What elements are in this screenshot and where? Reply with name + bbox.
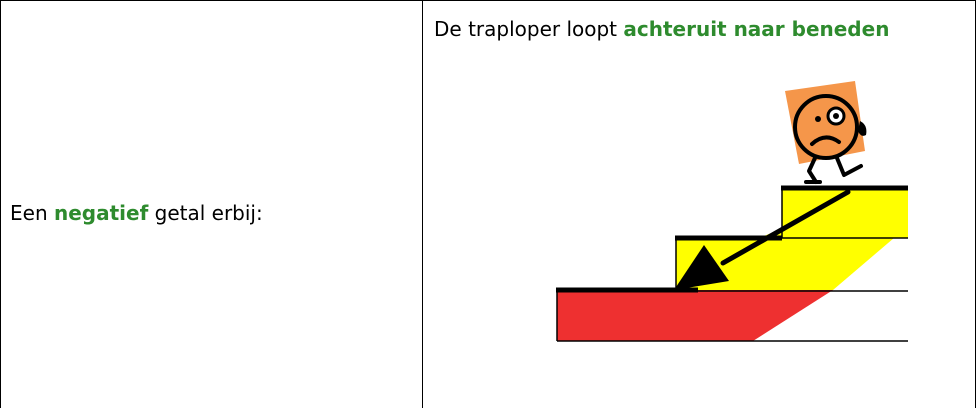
- left-cell: Een negatief getal erbij:: [2, 1, 422, 408]
- left-highlight-word: negatief: [53, 201, 149, 225]
- left-cell-text: Een negatief getal erbij:: [10, 199, 263, 227]
- right-cell: De traploper loopt achteruit naar benede…: [423, 1, 976, 408]
- character-left-leg: [807, 156, 818, 184]
- arrow-shaft: [720, 189, 851, 266]
- red-band: [557, 290, 833, 341]
- column-divider: [422, 0, 423, 408]
- character-pupil: [833, 113, 839, 119]
- left-text-after: getal erbij:: [148, 201, 263, 225]
- character-tear: [858, 121, 867, 136]
- stair-walker-character: [785, 81, 867, 184]
- right-text-before: De traploper loopt: [434, 17, 624, 41]
- character-head: [793, 94, 859, 160]
- table-top-border: [1, 0, 976, 1]
- character-mouth: [810, 135, 841, 146]
- right-highlight-phrase: achteruit naar beneden: [623, 17, 890, 41]
- arrow-down-left-icon: [674, 245, 729, 290]
- staircase-illustration: [556, 81, 908, 342]
- right-cell-text: De traploper loopt achteruit naar benede…: [434, 15, 889, 43]
- left-text-before: Een: [10, 201, 54, 225]
- character-eye-left: [815, 116, 821, 122]
- character-right-leg: [835, 156, 863, 177]
